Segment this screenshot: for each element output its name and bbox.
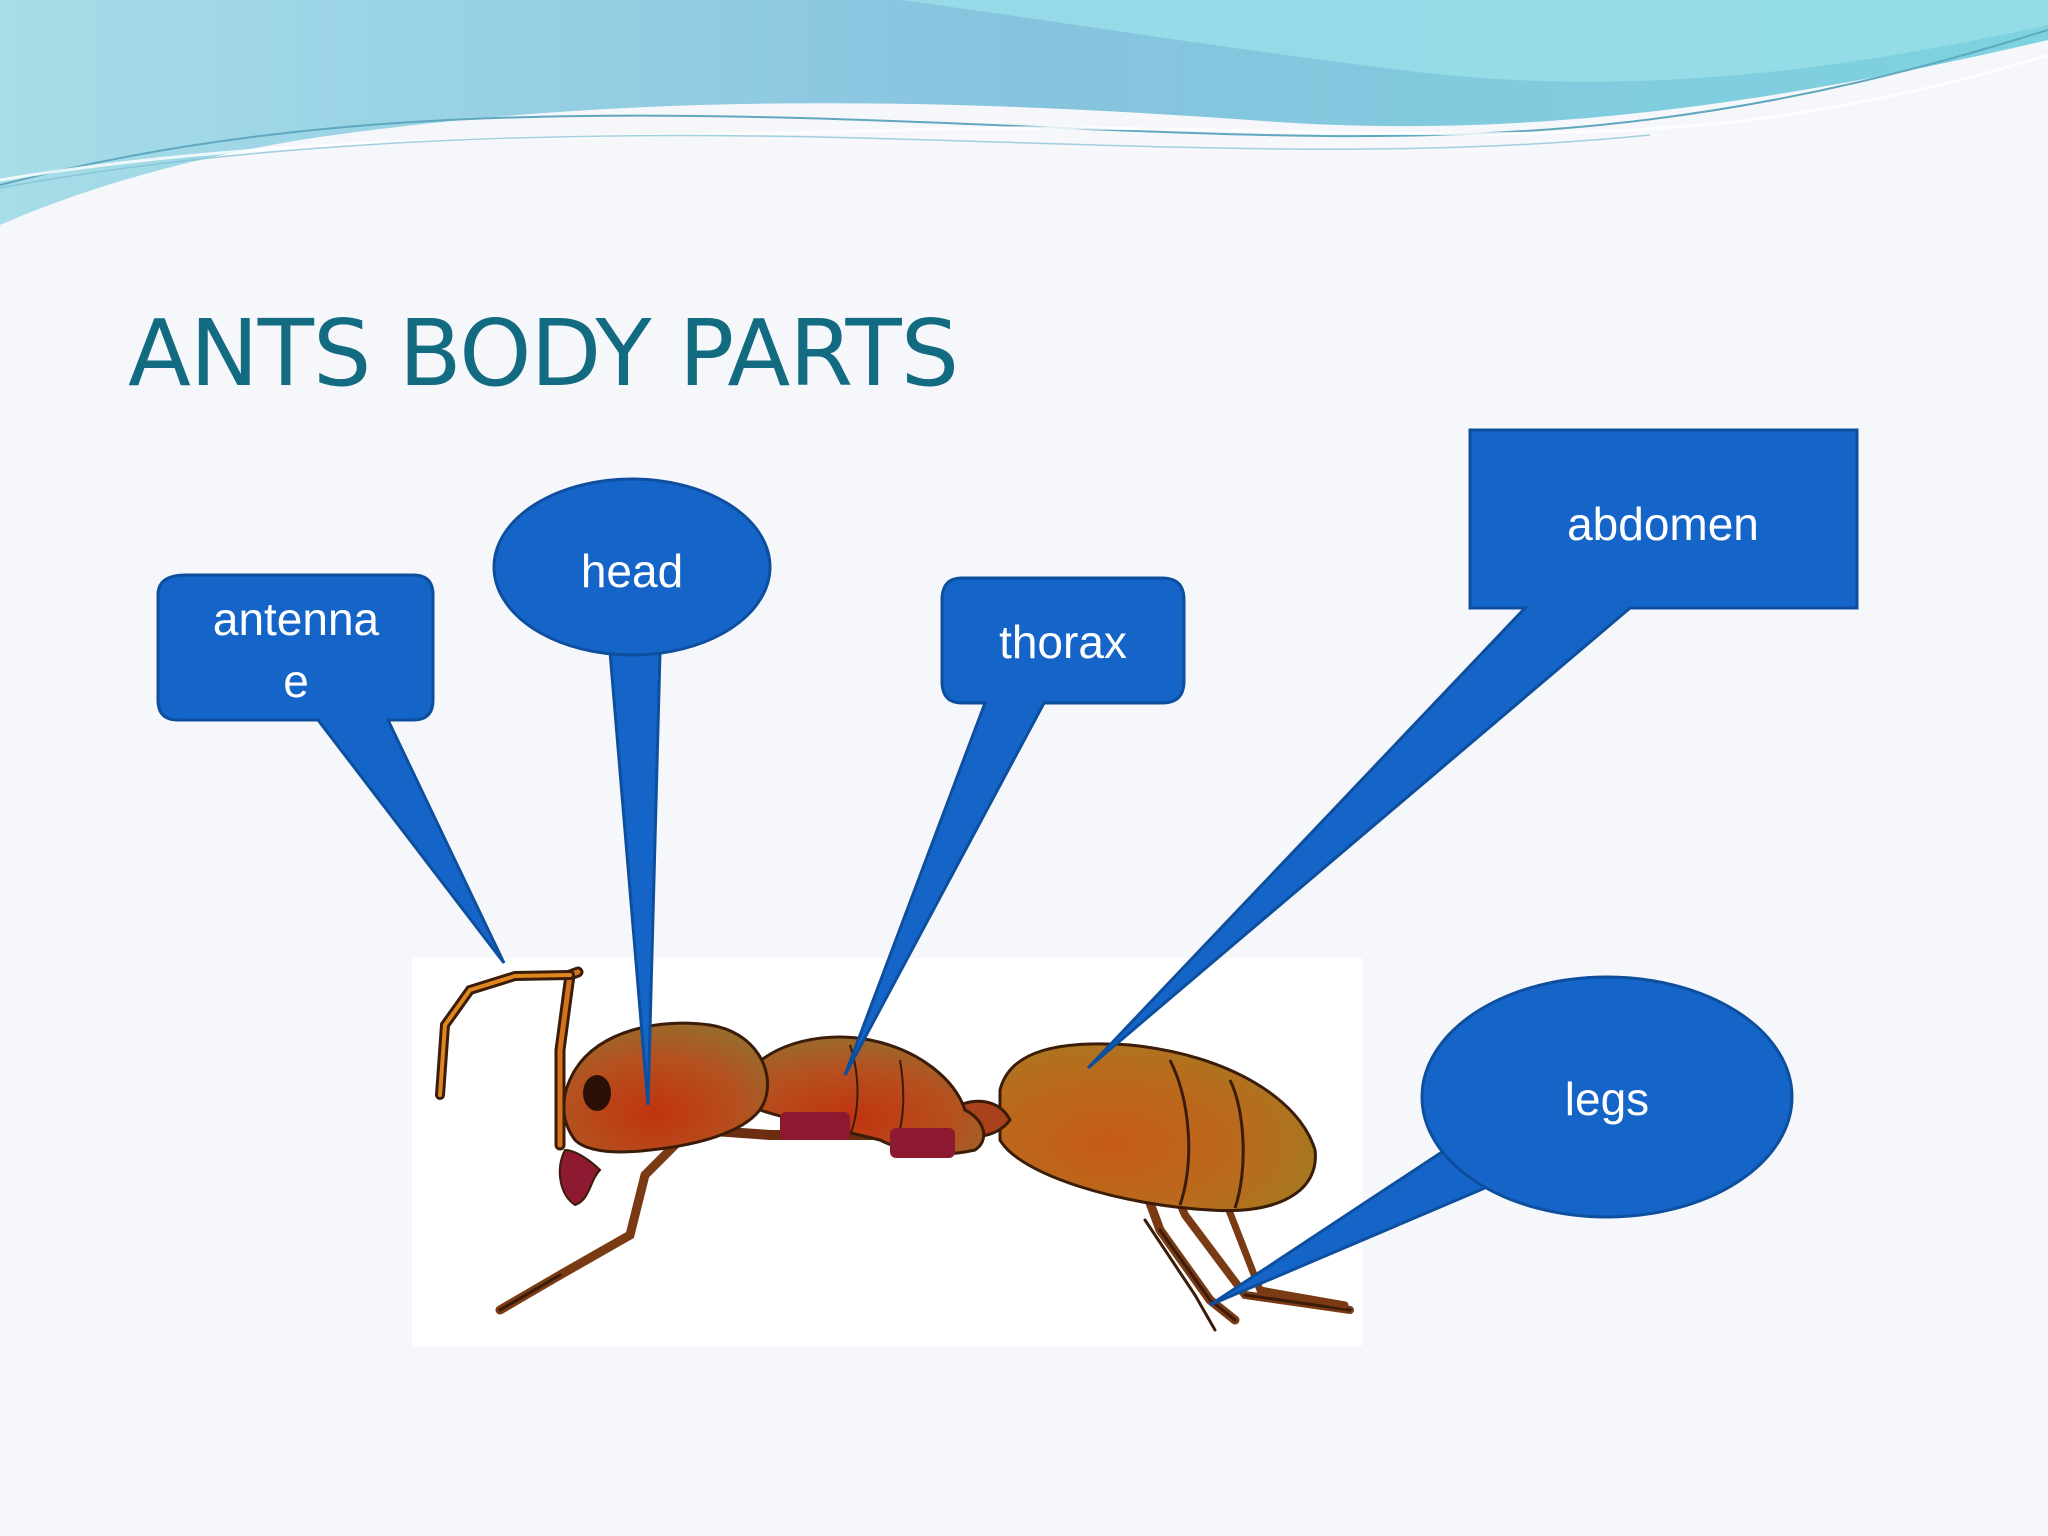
top-wave-highlight bbox=[900, 0, 2048, 82]
ant-head bbox=[562, 1021, 770, 1154]
callout-antennae-shape bbox=[156, 573, 506, 964]
callout-thorax: thorax bbox=[843, 576, 1186, 1076]
callout-abdomen-shape bbox=[1086, 428, 1859, 1070]
ant-mandible bbox=[558, 1148, 602, 1207]
callout-head-label: head bbox=[581, 545, 683, 597]
callout-thorax-shape bbox=[843, 576, 1186, 1076]
callout-head: head bbox=[492, 477, 772, 1106]
callout-thorax-label: thorax bbox=[999, 616, 1127, 668]
callout-legs: legs bbox=[1209, 975, 1794, 1307]
callout-antennae-label-line2: e bbox=[283, 655, 309, 707]
ant-antennae bbox=[435, 966, 584, 1151]
callout-abdomen: abdomen bbox=[1086, 428, 1859, 1070]
slide-title: ANTS BODY PARTS bbox=[128, 300, 959, 407]
ant-eye bbox=[583, 1075, 611, 1111]
wave-line bbox=[0, 29, 2048, 186]
callout-head-shape bbox=[492, 477, 772, 657]
ant-abdomen bbox=[998, 1042, 1317, 1213]
callout-antennae-label-line1: antenna bbox=[213, 593, 380, 645]
ant-illustration bbox=[435, 966, 1354, 1332]
wave-line-thin bbox=[0, 134, 1651, 189]
front-coxa bbox=[780, 1112, 850, 1140]
wave-line-white bbox=[0, 53, 2048, 182]
callout-legs-shape bbox=[1420, 975, 1794, 1219]
callout-abdomen-label: abdomen bbox=[1567, 498, 1759, 550]
mid-coxa bbox=[890, 1128, 955, 1158]
callout-legs-label: legs bbox=[1565, 1073, 1649, 1125]
callout-antennae: antenna e bbox=[156, 573, 506, 964]
